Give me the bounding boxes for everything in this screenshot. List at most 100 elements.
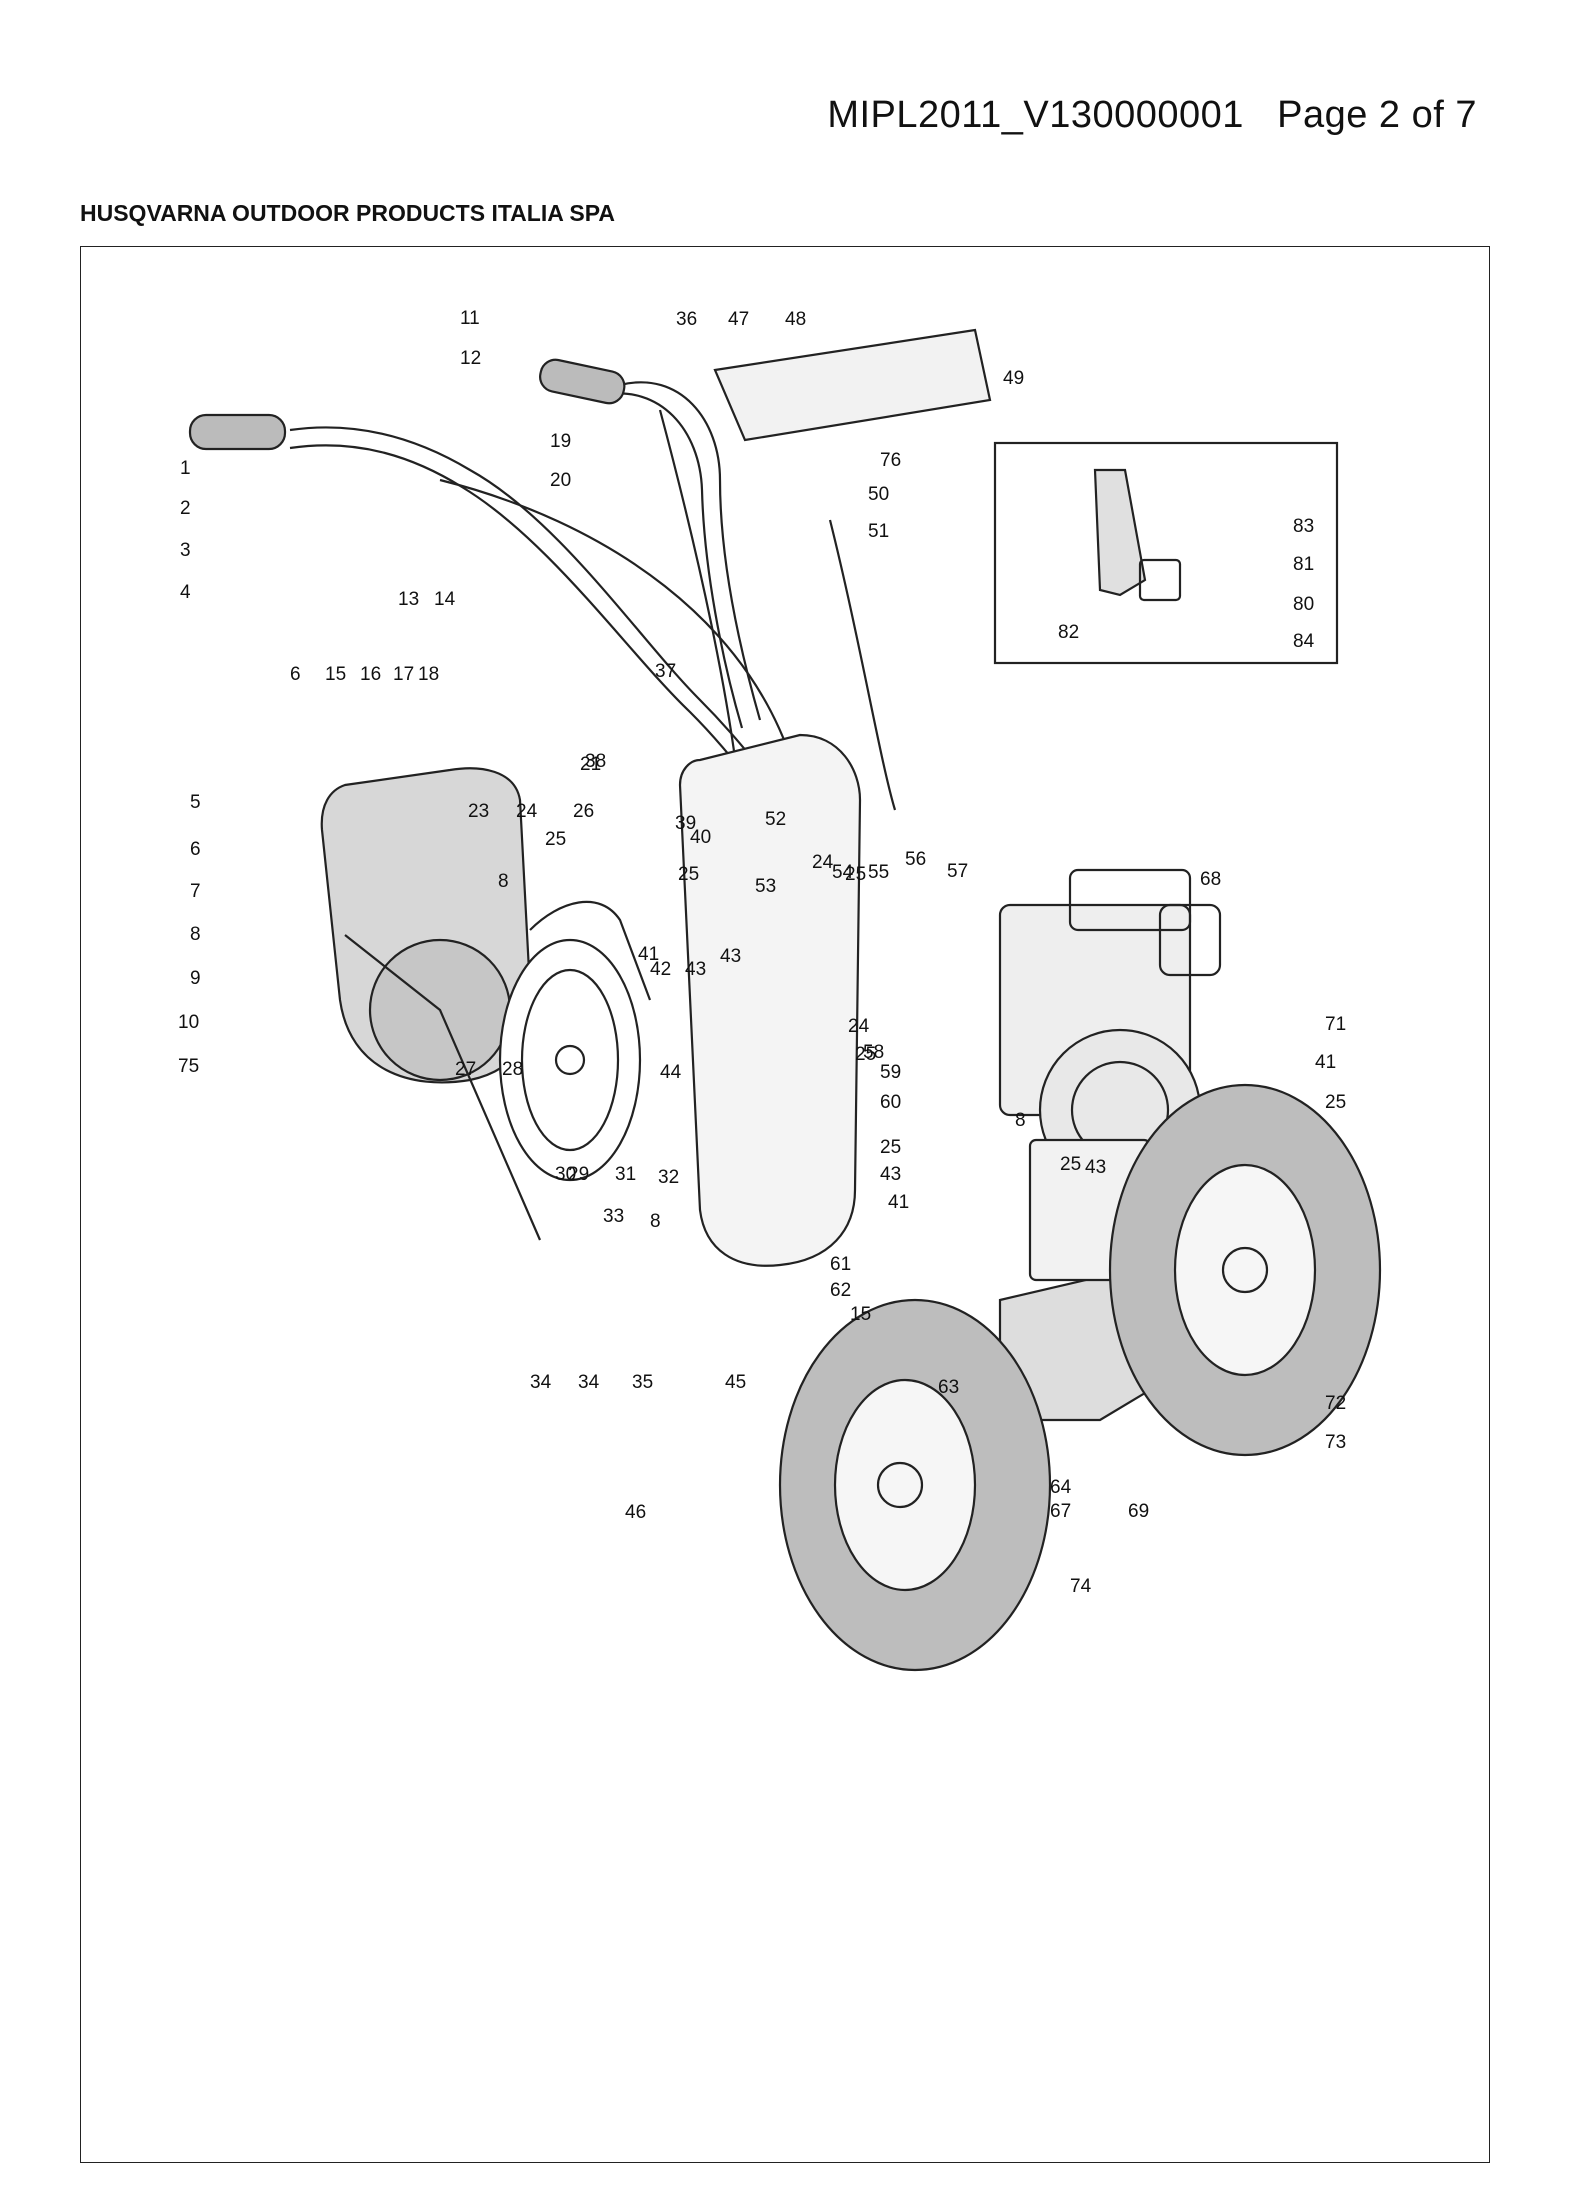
callout-label: 72 (1325, 1393, 1346, 1414)
callout-label: 5 (190, 792, 201, 813)
document-id-page: MIPL2011_V130000001 Page 2 of 7 (827, 94, 1477, 137)
callout-label: 46 (625, 1502, 646, 1523)
callout-label: 58 (863, 1042, 884, 1063)
callout-label: 84 (1293, 631, 1315, 652)
callout-label: 25 (880, 1137, 901, 1158)
document-id: MIPL2011_V130000001 (827, 94, 1244, 136)
callout-label: 32 (658, 1167, 679, 1188)
callout-label: 8 (498, 871, 509, 892)
callout-label: 74 (1070, 1576, 1092, 1597)
callout-label: 71 (1325, 1014, 1346, 1035)
callout-label: 18 (418, 664, 439, 685)
callout-label: 8 (1015, 1110, 1026, 1131)
callout-label: 29 (568, 1164, 589, 1185)
callout-label: 49 (1003, 368, 1024, 389)
callout-label: 8 (190, 924, 201, 945)
callout-label: 11 (460, 308, 480, 329)
callout-label: 24 (516, 801, 538, 822)
callout-label: 20 (550, 470, 571, 491)
callout-label: 10 (178, 1012, 199, 1033)
page-number: Page 2 of 7 (1277, 94, 1477, 136)
callout-label: 73 (1325, 1432, 1346, 1453)
callout-label: 51 (868, 521, 889, 542)
callout-label: 15 (850, 1304, 871, 1325)
diagram-callouts: 1 2 3 4 5 6 6 7 8 8 8 8 9 10 11 12 13 14… (178, 308, 1346, 1597)
callout-label: 6 (190, 839, 201, 860)
callout-label: 1 (180, 458, 191, 479)
callout-label: 26 (573, 801, 594, 822)
callout-label: 44 (660, 1062, 682, 1083)
callout-label: 16 (360, 664, 381, 685)
callout-label: 63 (938, 1377, 959, 1398)
callout-label: 14 (434, 589, 456, 610)
callout-label: 43 (880, 1164, 901, 1185)
callout-label: 25 (1325, 1092, 1346, 1113)
callout-label: 75 (178, 1056, 199, 1077)
callout-label: 67 (1050, 1501, 1071, 1522)
callout-label: 25 (855, 1044, 876, 1065)
callout-label: 82 (1058, 622, 1079, 643)
callout-label: 6 (290, 664, 301, 685)
callout-label: 15 (325, 664, 346, 685)
callout-label: 27 (455, 1059, 476, 1080)
callout-label: 25 (845, 864, 866, 885)
callout-label: 52 (765, 809, 786, 830)
callout-label: 19 (550, 431, 571, 452)
callout-label: 30 (555, 1164, 576, 1185)
callout-label: 40 (690, 827, 711, 848)
callout-label: 81 (1293, 554, 1314, 575)
callout-label: 21 (580, 754, 601, 775)
callout-label: 76 (880, 450, 901, 471)
callout-label: 43 (1085, 1157, 1106, 1178)
callout-label: 61 (830, 1254, 851, 1275)
callout-label: 37 (655, 661, 676, 682)
callout-label: 25 (545, 829, 566, 850)
callout-label: 43 (720, 946, 741, 967)
callout-label: 17 (393, 664, 414, 685)
callout-label: 47 (728, 309, 749, 330)
callout-label: 36 (676, 309, 697, 330)
diagram-drawing (188, 328, 1382, 1672)
callout-label: 9 (190, 968, 201, 989)
callout-label: 12 (460, 348, 481, 369)
callout-label: 83 (1293, 516, 1314, 537)
callout-label: 64 (1050, 1477, 1072, 1498)
callout-label: 7 (190, 881, 201, 902)
callout-label: 62 (830, 1280, 851, 1301)
callout-label: 31 (615, 1164, 636, 1185)
callout-label: 69 (1128, 1501, 1149, 1522)
callout-label: 41 (638, 944, 659, 965)
callout-label: 4 (180, 582, 191, 603)
callout-label: 53 (755, 876, 776, 897)
callout-label: 41 (888, 1192, 909, 1213)
callout-label: 45 (725, 1372, 746, 1393)
callout-label: 3 (180, 540, 191, 561)
callout-label: 48 (785, 309, 806, 330)
callout-label: 23 (468, 801, 489, 822)
callout-label: 68 (1200, 869, 1221, 890)
callout-label: 25 (678, 864, 699, 885)
callout-label: 24 (848, 1016, 870, 1037)
callout-label: 25 (1060, 1154, 1081, 1175)
callout-label: 35 (632, 1372, 653, 1393)
callout-label: 57 (947, 861, 968, 882)
callout-label: 42 (650, 959, 671, 980)
callout-label: 55 (868, 862, 889, 883)
callout-label: 34 (578, 1372, 600, 1393)
callout-label: 28 (502, 1059, 523, 1080)
callout-label: 24 (812, 852, 834, 873)
callout-label: 33 (603, 1206, 624, 1227)
callout-label: 13 (398, 589, 419, 610)
callout-label: 60 (880, 1092, 901, 1113)
callout-label: 41 (1315, 1052, 1336, 1073)
callout-label: 50 (868, 484, 889, 505)
diagram-frame (80, 246, 1490, 2163)
callout-label: 43 (685, 959, 706, 980)
callout-label: 80 (1293, 594, 1314, 615)
callout-label: 54 (832, 862, 854, 883)
callout-label: 34 (530, 1372, 552, 1393)
callout-label: 39 (675, 813, 696, 834)
callout-label: 59 (880, 1062, 901, 1083)
company-name: HUSQVARNA OUTDOOR PRODUCTS ITALIA SPA (80, 200, 615, 226)
